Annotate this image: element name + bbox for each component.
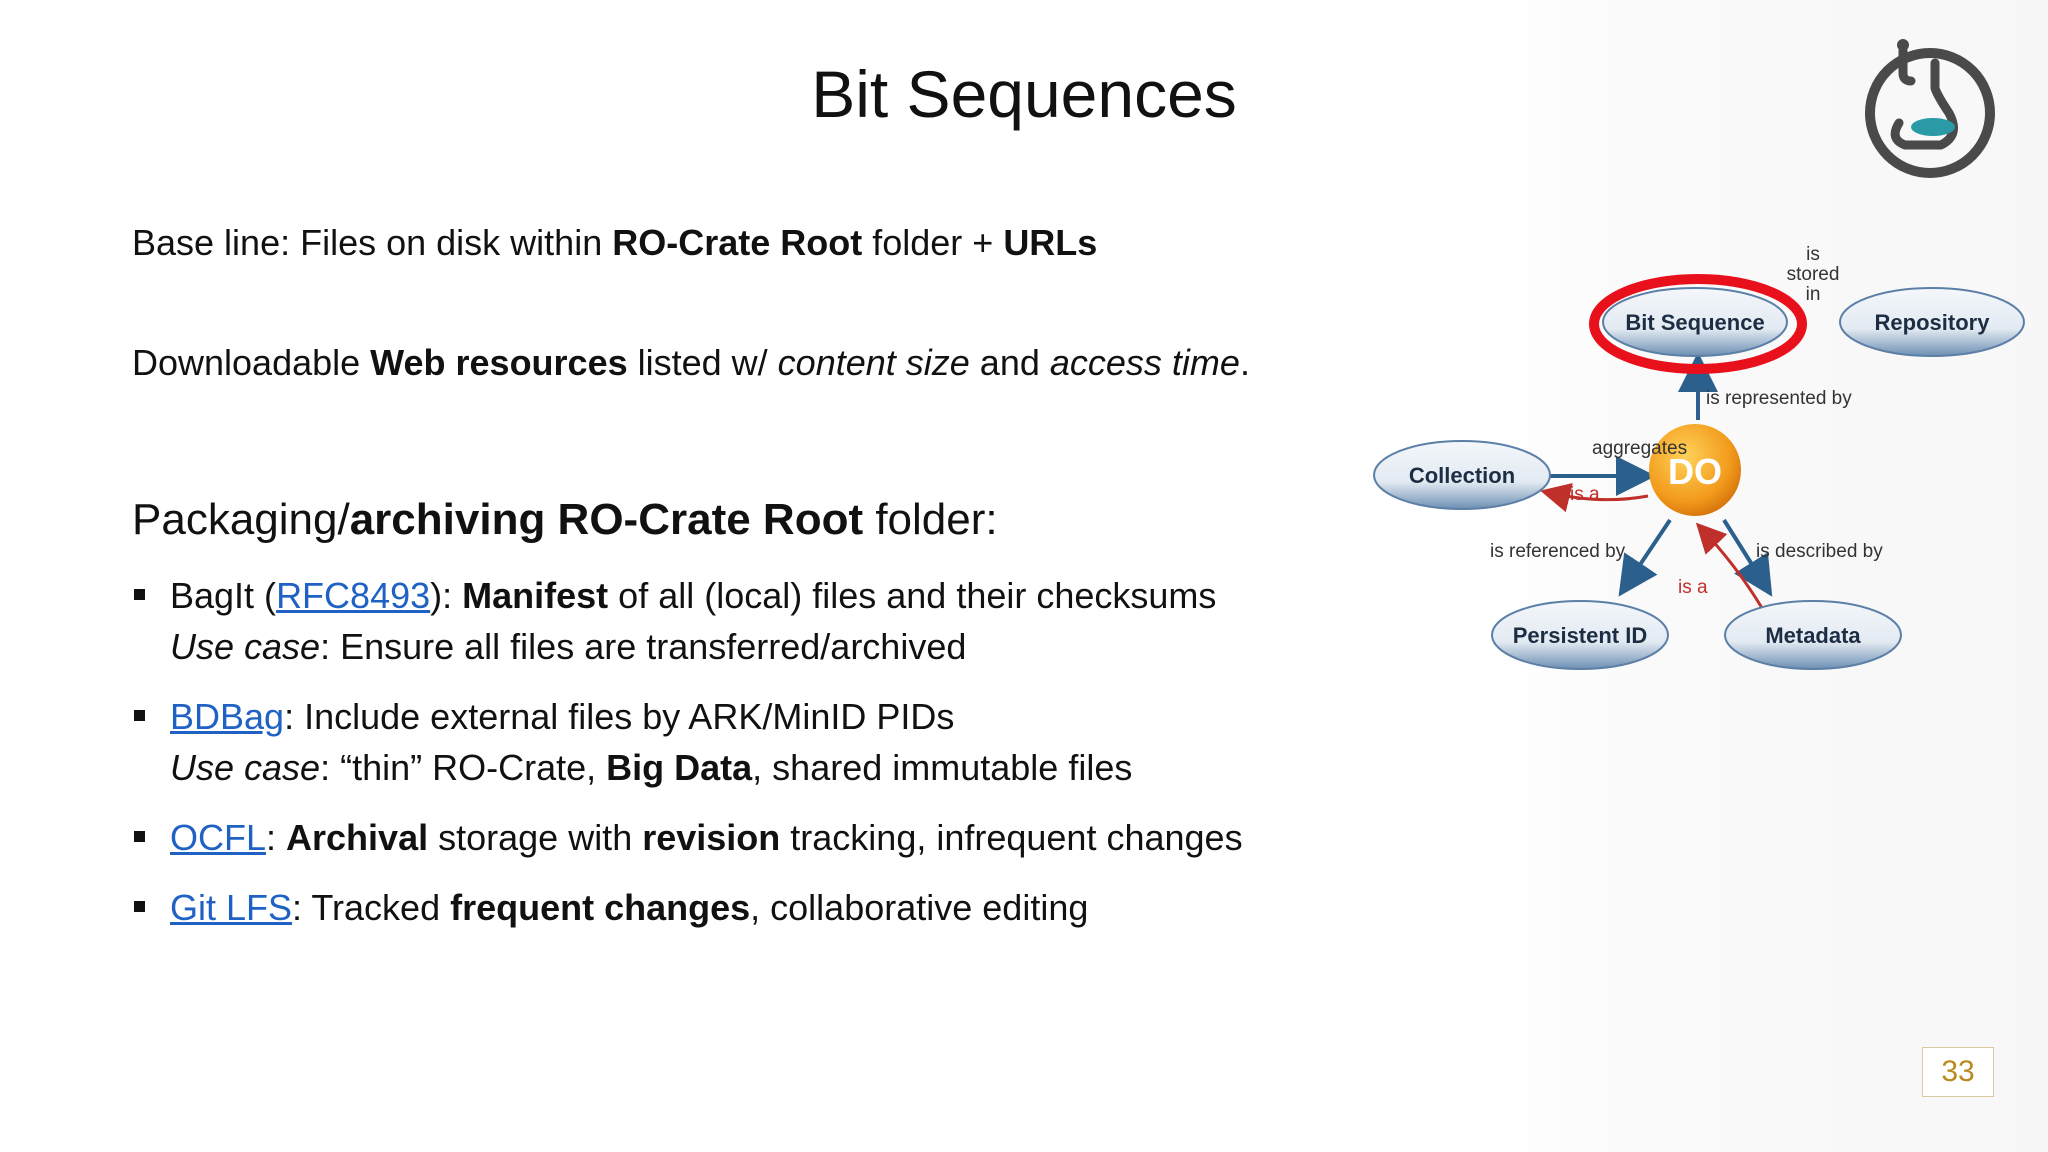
text-run: : Ensure all files are transferred/archi… — [320, 626, 967, 667]
node-do: DO — [1649, 424, 1741, 516]
italic-run: content size — [777, 342, 970, 383]
bullet-marker — [134, 901, 145, 912]
bullet-list: BagIt (RFC8493): Manifest of all (local)… — [132, 570, 1243, 933]
slide-title: Bit Sequences — [811, 57, 1237, 131]
edge-label: in — [1806, 284, 1821, 305]
bold-run: Big Data — [606, 747, 753, 788]
text-run: listed w/ — [627, 342, 778, 383]
text-run: BagIt ( — [170, 575, 277, 616]
text-run: Downloadable — [132, 342, 371, 383]
text-run: : Include external files by ARK/MinID PI… — [284, 696, 955, 737]
node-repository: Repository — [1839, 287, 2025, 357]
bold-run: frequent changes — [450, 887, 751, 928]
intro-baseline-text: Base line: Files on disk within RO-Crate… — [132, 222, 1097, 264]
bullet-bagit: BagIt (RFC8493): Manifest of all (local)… — [132, 570, 1243, 672]
edge-label: is described by — [1756, 541, 1883, 562]
text-run: : — [266, 817, 287, 858]
flask-logo-icon — [1865, 39, 1995, 178]
packaging-heading: Packaging/archiving RO-Crate Root folder… — [132, 495, 998, 545]
git-lfs-link[interactable]: Git LFS — [170, 887, 293, 928]
bold-run: Manifest — [462, 575, 609, 616]
node-collection: Collection — [1373, 440, 1551, 510]
text-run: folder: — [863, 495, 998, 544]
ocfl-link[interactable]: OCFL — [170, 817, 267, 858]
edge-is-described-by — [1722, 518, 1773, 597]
edge-label: aggregates — [1592, 438, 1687, 459]
node-persistent-id: Persistent ID — [1491, 600, 1669, 670]
text-run: : “thin” RO-Crate, — [320, 747, 607, 788]
edge-is-a-metadata — [1695, 522, 1764, 609]
text-run: ): — [430, 575, 463, 616]
node-label: Collection — [1409, 463, 1515, 488]
node-label: DO — [1668, 451, 1722, 492]
node-label: Repository — [1875, 310, 1991, 335]
page-number: 33 — [1922, 1047, 1994, 1097]
bullet-line: OCFL: Archival storage with revision tra… — [170, 812, 1243, 863]
edge-label: is a — [1570, 484, 1600, 505]
node-metadata: Metadata — [1724, 600, 1902, 670]
edge-label: is a — [1678, 577, 1708, 598]
text-run: and — [969, 342, 1050, 383]
bullet-line: BagIt (RFC8493): Manifest of all (local)… — [170, 570, 1243, 621]
text-run: , shared immutable files — [752, 747, 1133, 788]
digital-object-diagram: Bit Sequence Repository Collection DO Pe… — [1373, 244, 2025, 670]
bold-run: revision — [642, 817, 781, 858]
text-run: tracking, infrequent changes — [780, 817, 1243, 858]
text-run: storage with — [428, 817, 643, 858]
node-label: Metadata — [1765, 623, 1861, 648]
text-run: . — [1239, 342, 1250, 383]
text-run: , collaborative editing — [750, 887, 1089, 928]
highlight-ring — [1589, 274, 1807, 374]
italic-run: Use case — [170, 626, 321, 667]
bdbag-link[interactable]: BDBag — [170, 696, 285, 737]
intro-web-resources-text: Downloadable Web resources listed w/ con… — [132, 342, 1250, 384]
bold-run: Archival — [286, 817, 429, 858]
italic-run: access time — [1049, 342, 1240, 383]
bullet-git-lfs: Git LFS: Tracked frequent changes, colla… — [132, 882, 1243, 933]
bullet-line: Git LFS: Tracked frequent changes, colla… — [170, 882, 1243, 933]
bullet-ocfl: OCFL: Archival storage with revision tra… — [132, 812, 1243, 863]
text-run: Base line: Files on disk within — [132, 222, 613, 263]
edge-label: is — [1806, 244, 1820, 265]
bold-run: archiving RO-Crate Root — [349, 495, 864, 544]
text-run: : Tracked — [292, 887, 451, 928]
edge-label: is referenced by — [1490, 541, 1626, 562]
bullet-bdbag: BDBag: Include external files by ARK/Min… — [132, 691, 1243, 793]
bullet-marker — [134, 710, 145, 721]
edge-label: stored — [1787, 264, 1840, 285]
node-label: Bit Sequence — [1625, 310, 1764, 335]
text-run: folder + — [862, 222, 1004, 263]
italic-run: Use case — [170, 747, 321, 788]
rfc8493-link[interactable]: RFC8493 — [276, 575, 431, 616]
bold-run: Web resources — [370, 342, 628, 383]
text-run: Packaging/ — [132, 495, 350, 544]
bullet-line: BDBag: Include external files by ARK/Min… — [170, 691, 1243, 742]
text-run: of all (local) files and their checksums — [608, 575, 1217, 616]
bold-run: URLs — [1003, 222, 1098, 263]
node-bit-sequence: Bit Sequence — [1602, 287, 1788, 357]
bullet-use-case-line: Use case: Ensure all files are transferr… — [170, 621, 1243, 672]
bullet-marker — [134, 589, 145, 600]
edge-label: is represented by — [1706, 388, 1852, 409]
node-label: Persistent ID — [1513, 623, 1648, 648]
edge-is-a-collection — [1540, 483, 1649, 513]
bold-run: RO-Crate Root — [612, 222, 863, 263]
edge-is-referenced-by — [1618, 518, 1672, 597]
bullet-marker — [134, 831, 145, 842]
bullet-use-case-line: Use case: “thin” RO-Crate, Big Data, sha… — [170, 742, 1243, 793]
